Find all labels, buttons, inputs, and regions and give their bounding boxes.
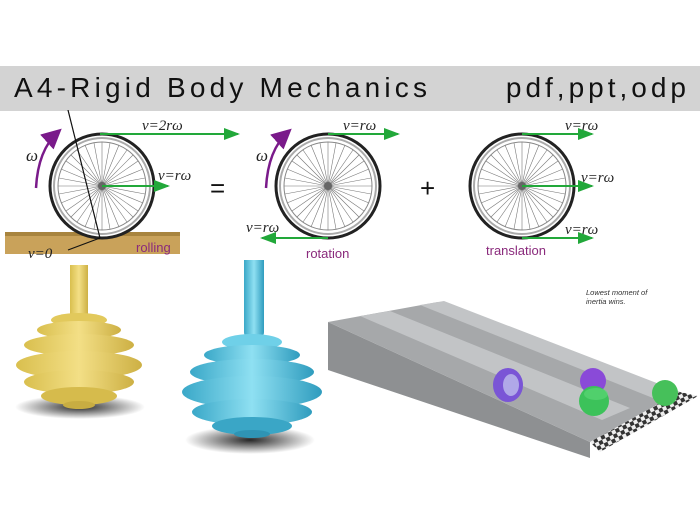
wheel-diagram <box>5 110 594 254</box>
title-banner: A4-Rigid Body Mechanics pdf,ppt,odp <box>0 66 700 111</box>
wheel-rotation <box>274 132 382 240</box>
rolling-contact-velocity: v=0 <box>28 246 53 262</box>
green-cylinder <box>579 386 609 416</box>
page-title: A4-Rigid Body Mechanics <box>14 72 432 103</box>
ground <box>5 232 180 254</box>
rolling-label: rolling <box>136 240 171 255</box>
rolling-top-velocity: v=2rω <box>142 118 183 134</box>
translation-bottom-velocity: v=rω <box>565 222 599 238</box>
yellow-top <box>15 265 145 419</box>
ramp-scene <box>328 301 698 458</box>
spinning-tops <box>15 260 322 454</box>
rotation-label: rotation <box>306 246 350 261</box>
equals-sign: = <box>210 173 226 203</box>
green-sphere <box>652 380 678 406</box>
translation-center-velocity: v=rω <box>581 170 615 186</box>
rolling-center-velocity: v=rω <box>158 168 192 184</box>
purple-ring <box>493 368 523 402</box>
omega-arrow-rotation <box>264 128 292 189</box>
translation-label: translation <box>486 243 546 258</box>
omega-arrow-rolling <box>34 128 62 189</box>
translation-top-velocity: v=rω <box>565 118 599 134</box>
finish-line <box>590 392 698 452</box>
rotation-bottom-velocity: v=rω <box>246 220 280 236</box>
ramp-note: Lowest moment of inertia wins. <box>586 288 648 306</box>
rotation-omega: ω <box>256 146 269 165</box>
rolling-omega: ω <box>26 146 39 165</box>
plus-sign: + <box>420 173 436 203</box>
formats-label: pdf,ppt,odp <box>505 72 690 103</box>
rotation-top-velocity: v=rω <box>343 118 377 134</box>
blue-top <box>182 260 322 454</box>
